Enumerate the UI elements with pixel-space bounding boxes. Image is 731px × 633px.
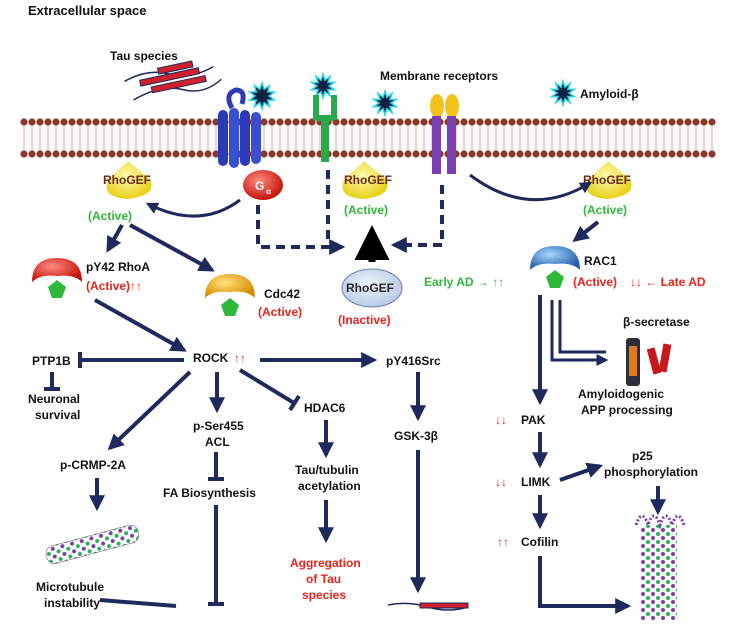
cofilin-label: Cofilin [521,535,558,549]
svg-text:RhoGEF: RhoGEF [103,173,151,187]
tau-tubulin-label-1: Tau/tubulin [295,463,359,477]
aggregation-label-2: of Tau [306,572,341,586]
hdac6-label: HDAC6 [304,401,346,415]
amyloidogenic-label-1: Amyloidogenic [578,387,664,401]
beta-secretase-label: β-secretase [623,315,690,329]
limk-label: LIMK [521,475,551,489]
svg-text:RhoGEF: RhoGEF [344,173,392,187]
p25-label-1: p25 [632,449,653,463]
svg-text:G: G [255,179,264,193]
py42-rhoa-active: (Active)↑↑ [86,279,142,293]
neuronal-survival-label-2: survival [35,408,80,422]
cdc42-label: Cdc42 [264,287,300,301]
microtubule-bundle-icon [634,514,686,620]
cell-membrane [20,118,720,158]
rhogef-center: RhoGEF [340,158,392,202]
tau-species-label: Tau species [110,49,178,63]
cofilin-up: ↑↑ [497,535,509,549]
rhogef-inactive-label: (Inactive) [338,313,391,327]
microtubule-icon [45,524,140,564]
pser455-label-2: ACL [205,435,230,449]
rhogef-left: RhoGEF [103,158,154,202]
late-ad-label: ↓↓ ← Late AD [630,275,706,289]
amyloid-beta-label: Amyloid-β [580,87,639,101]
py416src-label: pY416Src [386,354,441,368]
py42-rhoa-label: pY42 RhoA [86,260,150,274]
svg-text:RhoGEF: RhoGEF [346,281,394,295]
rac1-label: RAC1 [584,254,617,268]
amyloid-beta-star-icon [247,71,577,118]
early-ad-label: Early AD → ↑↑ [424,275,504,289]
limk-down: ↓↓ [495,475,507,489]
rhogef-right: RhoGEF [583,158,634,202]
purple-receptor [430,94,459,174]
amyloidogenic-label-2: APP processing [581,403,673,417]
beta-secretase-icon [626,338,672,386]
neuronal-survival-label-1: Neuronal [28,392,80,406]
microtubule-label-2: instability [44,596,100,610]
g-alpha-protein: G α [243,170,283,200]
pathway-arrows [44,173,666,614]
dashed-arrows [256,170,444,255]
rock-up: ↑↑ [234,351,246,365]
pak-label: PAK [521,413,546,427]
cdc42-active: (Active) [258,305,302,319]
svg-text:α: α [266,187,271,196]
tau-fibril-bottom-icon [387,602,469,611]
rhogef-center-active: (Active) [344,203,388,217]
rhogef-inactive: RhoGEF [341,268,403,308]
ptp1b-label: PTP1B [32,354,71,368]
pser455-label-1: p-Ser455 [193,419,244,433]
page-title: Extracellular space [28,3,147,18]
pak-down: ↓↓ [495,413,507,427]
tau-fibril-icon [124,60,222,101]
aggregation-label-1: Aggregation [290,556,361,570]
gsk3b-label: GSK-3β [394,429,438,443]
membrane-receptors-label: Membrane receptors [380,69,498,83]
p25-label-2: phosphorylation [604,465,698,479]
fa-biosynthesis-label: FA Biosynthesis [163,486,256,500]
rhogef-right-active: (Active) [583,203,627,217]
rock-label: ROCK [193,351,229,365]
rhogef-left-active: (Active) [88,209,132,223]
gpcr-receptor [218,87,261,168]
aggregation-label-3: species [302,588,346,602]
pcrmp2a-label: p-CRMP-2A [60,458,126,472]
svg-text:RhoGEF: RhoGEF [583,173,631,187]
microtubule-label-1: Microtubule [36,580,104,594]
green-receptor [313,95,337,162]
gtpase-icon [32,246,580,316]
rac1-active: (Active) [573,275,617,289]
tau-tubulin-label-2: acetylation [298,479,361,493]
